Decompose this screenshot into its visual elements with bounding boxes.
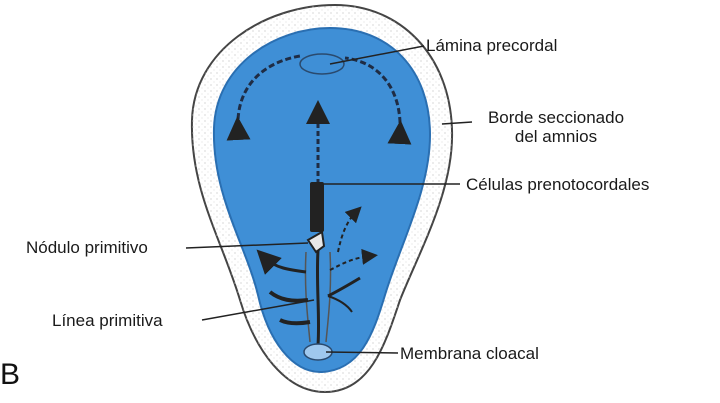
label-borde-line1: Borde seccionado: [476, 108, 636, 127]
panel-letter: B: [0, 358, 20, 392]
primitive-streak: [317, 250, 318, 345]
label-membrana-cloacal: Membrana cloacal: [400, 344, 539, 363]
label-borde-seccionado: Borde seccionado del amnios: [476, 108, 636, 146]
label-lamina-precordal: Lámina precordal: [426, 36, 557, 55]
label-linea-primitiva: Línea primitiva: [52, 311, 163, 330]
prenotochordal-cells: [310, 182, 324, 232]
leader-membrana-cloacal: [326, 352, 398, 353]
label-nodulo-primitivo: Nódulo primitivo: [26, 238, 148, 257]
label-celulas-prenotocordales: Células prenotocordales: [466, 175, 649, 194]
label-borde-line2: del amnios: [476, 127, 636, 146]
